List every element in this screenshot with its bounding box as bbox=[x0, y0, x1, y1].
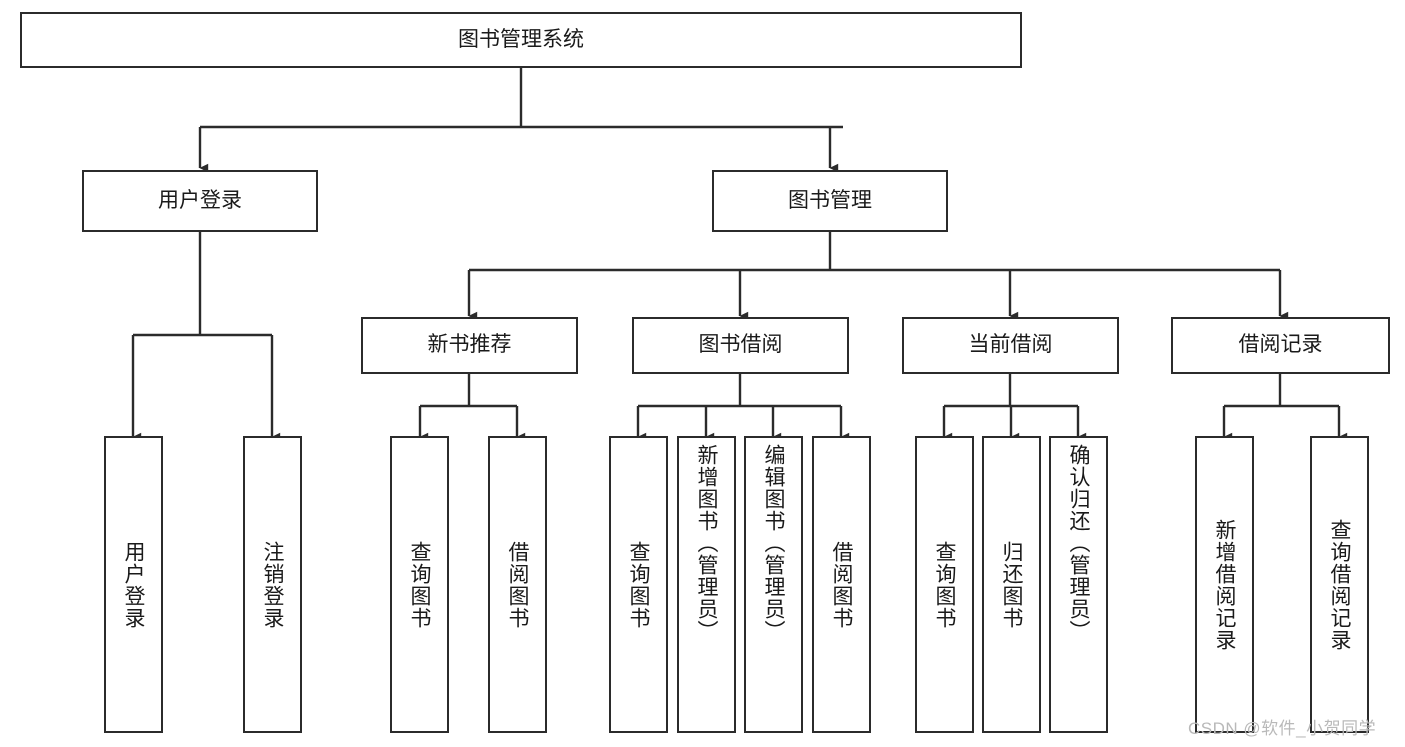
node-label: 确认归还（管理员） bbox=[1067, 444, 1090, 642]
node-user-login[interactable]: 用户登录 bbox=[82, 170, 318, 232]
node-book-borrowing[interactable]: 图书借阅 bbox=[632, 317, 849, 374]
leaf-borrow-book[interactable]: 借阅图书 bbox=[812, 436, 871, 733]
leaf-borrow-book-recommend[interactable]: 借阅图书 bbox=[488, 436, 547, 733]
node-label: 归还图书 bbox=[1000, 540, 1023, 629]
leaf-edit-book-admin[interactable]: 编辑图书（管理员） bbox=[744, 436, 803, 733]
leaf-user-login[interactable]: 用户登录 bbox=[104, 436, 163, 733]
node-label: 图书管理 bbox=[788, 188, 872, 212]
node-label: 用户登录 bbox=[122, 540, 145, 629]
node-new-book-recommendation[interactable]: 新书推荐 bbox=[361, 317, 578, 374]
node-label: 查询图书 bbox=[933, 540, 956, 629]
node-label: 新增借阅记录 bbox=[1213, 518, 1236, 651]
node-label: 新书推荐 bbox=[427, 333, 512, 357]
node-label: 编辑图书（管理员） bbox=[762, 444, 785, 642]
node-label: 当前借阅 bbox=[968, 333, 1053, 357]
node-label: 借阅记录 bbox=[1238, 333, 1323, 357]
leaf-query-book-recommend[interactable]: 查询图书 bbox=[390, 436, 449, 733]
watermark-text: CSDN @软件_小贺同学 bbox=[1188, 719, 1377, 738]
leaf-add-borrow-record[interactable]: 新增借阅记录 bbox=[1195, 436, 1254, 733]
node-label: 查询借阅记录 bbox=[1328, 518, 1351, 651]
node-book-management[interactable]: 图书管理 bbox=[712, 170, 948, 232]
leaf-query-borrow-record[interactable]: 查询借阅记录 bbox=[1310, 436, 1369, 733]
leaf-logout-login[interactable]: 注销登录 bbox=[243, 436, 302, 733]
node-current-borrowing[interactable]: 当前借阅 bbox=[902, 317, 1119, 374]
node-label: 借阅图书 bbox=[506, 540, 529, 629]
leaf-add-book-admin[interactable]: 新增图书（管理员） bbox=[677, 436, 736, 733]
node-label: 图书管理系统 bbox=[458, 27, 584, 51]
node-label: 查询图书 bbox=[627, 540, 650, 629]
node-root-book-management-system[interactable]: 图书管理系统 bbox=[20, 12, 1022, 68]
node-label: 图书借阅 bbox=[698, 333, 783, 357]
node-label: 查询图书 bbox=[408, 540, 431, 629]
leaf-confirm-return-admin[interactable]: 确认归还（管理员） bbox=[1049, 436, 1108, 733]
node-label: 用户登录 bbox=[158, 188, 242, 212]
leaf-query-book-borrow[interactable]: 查询图书 bbox=[609, 436, 668, 733]
node-label: 借阅图书 bbox=[830, 540, 853, 629]
leaf-query-book-current[interactable]: 查询图书 bbox=[915, 436, 974, 733]
node-borrowing-record[interactable]: 借阅记录 bbox=[1171, 317, 1390, 374]
node-label: 新增图书（管理员） bbox=[695, 444, 718, 642]
leaf-return-book[interactable]: 归还图书 bbox=[982, 436, 1041, 733]
node-label: 注销登录 bbox=[261, 540, 284, 629]
